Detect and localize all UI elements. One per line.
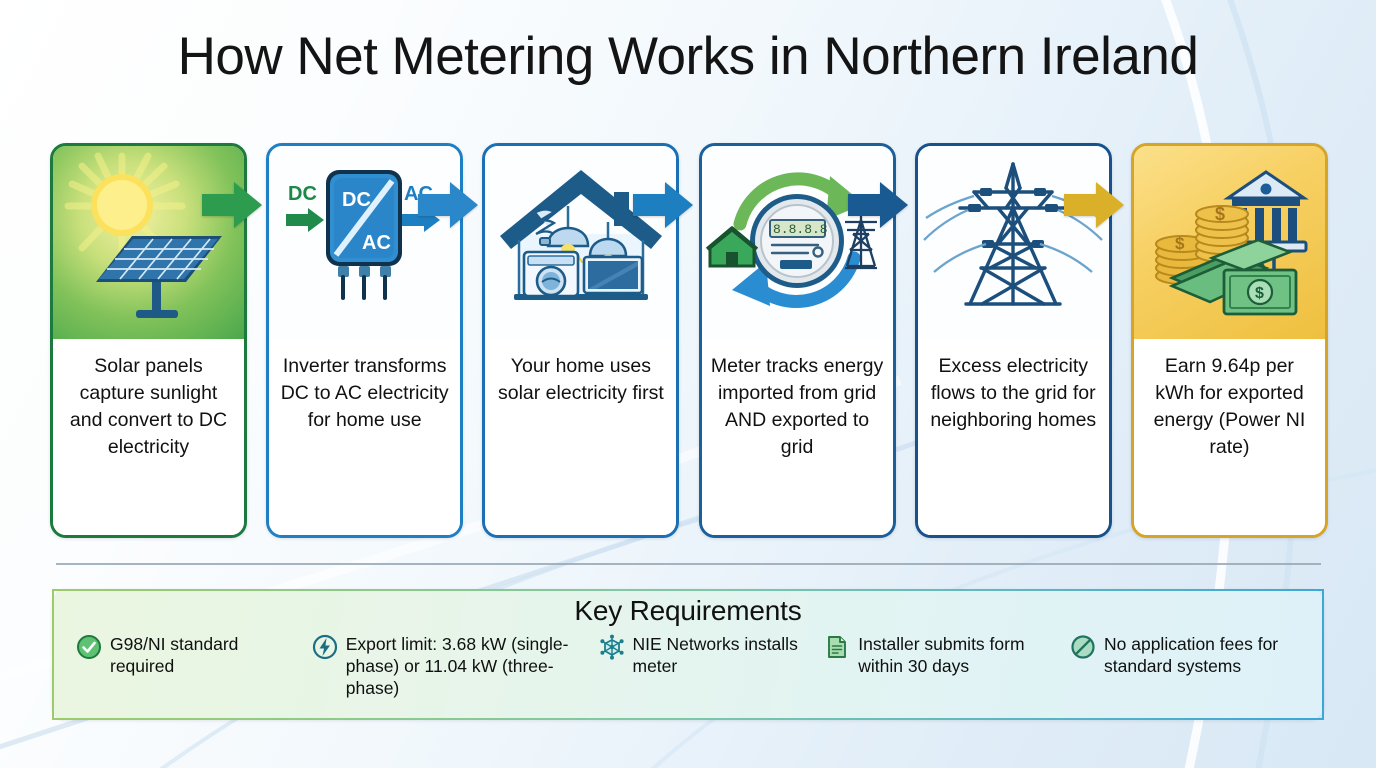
arrow-meter-to-grid bbox=[848, 181, 910, 229]
svg-text:DC: DC bbox=[342, 189, 371, 211]
document-icon bbox=[824, 634, 850, 660]
transmission-pylon-icon bbox=[917, 146, 1109, 339]
process-flow: Solar panels capture sunlight and conver… bbox=[50, 143, 1328, 538]
svg-text:AC: AC bbox=[362, 232, 391, 254]
svg-text:$: $ bbox=[1255, 285, 1264, 302]
step-card-grid-export[interactable]: Excess electricity flows to the grid for… bbox=[914, 143, 1112, 538]
smart-meter-bidirectional-icon: 8.8.8.8 bbox=[701, 146, 893, 339]
key-requirements-title: Key Requirements bbox=[574, 595, 802, 626]
arrow-solar-to-inverter bbox=[202, 181, 264, 229]
solar-panel-sun-icon bbox=[53, 146, 244, 339]
requirement-item-nie-networks[interactable]: NIE Networks installs meter bbox=[599, 633, 804, 677]
svg-text:$: $ bbox=[1175, 234, 1185, 253]
step-card-text: Earn 9.64p per kWh for exported energy (… bbox=[1133, 339, 1325, 535]
step-card-text: Your home uses solar electricity first bbox=[485, 339, 677, 535]
requirement-text: NIE Networks installs meter bbox=[632, 634, 798, 677]
key-requirements-list: G98/NI standard required Export limit: 3… bbox=[54, 627, 1322, 699]
step-card-text: Meter tracks energy imported from grid A… bbox=[701, 339, 893, 535]
requirement-item-installer-form[interactable]: Installer submits form within 30 days bbox=[824, 633, 1049, 677]
requirement-text: G98/NI standard required bbox=[110, 634, 239, 677]
lightning-bolt-circle-icon bbox=[312, 634, 338, 660]
requirement-text: Installer submits form within 30 days bbox=[858, 634, 1025, 677]
step-card-solar-panels[interactable]: Solar panels capture sunlight and conver… bbox=[50, 143, 247, 538]
requirement-item-g98[interactable]: G98/NI standard required bbox=[76, 633, 291, 677]
key-requirements-panel: Key Requirements G98/NI standard require… bbox=[52, 589, 1324, 720]
section-divider bbox=[56, 563, 1321, 565]
requirement-item-no-fees[interactable]: No application fees for standard systems bbox=[1070, 633, 1300, 677]
step-card-inverter[interactable]: DC AC DC AC bbox=[266, 143, 464, 538]
check-circle-icon bbox=[76, 634, 102, 660]
step-card-text: Inverter transforms DC to AC electricity… bbox=[269, 339, 461, 535]
network-nodes-icon bbox=[599, 634, 625, 660]
step-card-earnings[interactable]: $ $ bbox=[1130, 143, 1328, 538]
no-entry-circle-icon bbox=[1070, 634, 1096, 660]
svg-text:8.8.8.8: 8.8.8.8 bbox=[773, 222, 828, 237]
arrow-home-to-meter bbox=[633, 181, 695, 229]
money-bank-icon: $ $ bbox=[1133, 146, 1325, 339]
arrow-grid-to-earnings bbox=[1064, 181, 1126, 229]
page-title: How Net Metering Works in Northern Irela… bbox=[177, 27, 1199, 86]
inverter-dc-label: DC bbox=[288, 183, 317, 205]
step-card-text: Excess electricity flows to the grid for… bbox=[917, 339, 1109, 535]
house-appliances-icon bbox=[485, 146, 677, 339]
requirement-item-export-limit[interactable]: Export limit: 3.68 kW (single-phase) or … bbox=[312, 633, 578, 699]
arrow-inverter-to-home bbox=[418, 181, 480, 229]
requirement-text: No application fees for standard systems bbox=[1104, 634, 1279, 677]
step-card-text: Solar panels capture sunlight and conver… bbox=[53, 339, 244, 535]
requirement-text: Export limit: 3.68 kW (single-phase) or … bbox=[345, 634, 569, 699]
inverter-dc-ac-icon: DC AC DC AC bbox=[269, 146, 461, 339]
svg-text:$: $ bbox=[1215, 204, 1225, 224]
